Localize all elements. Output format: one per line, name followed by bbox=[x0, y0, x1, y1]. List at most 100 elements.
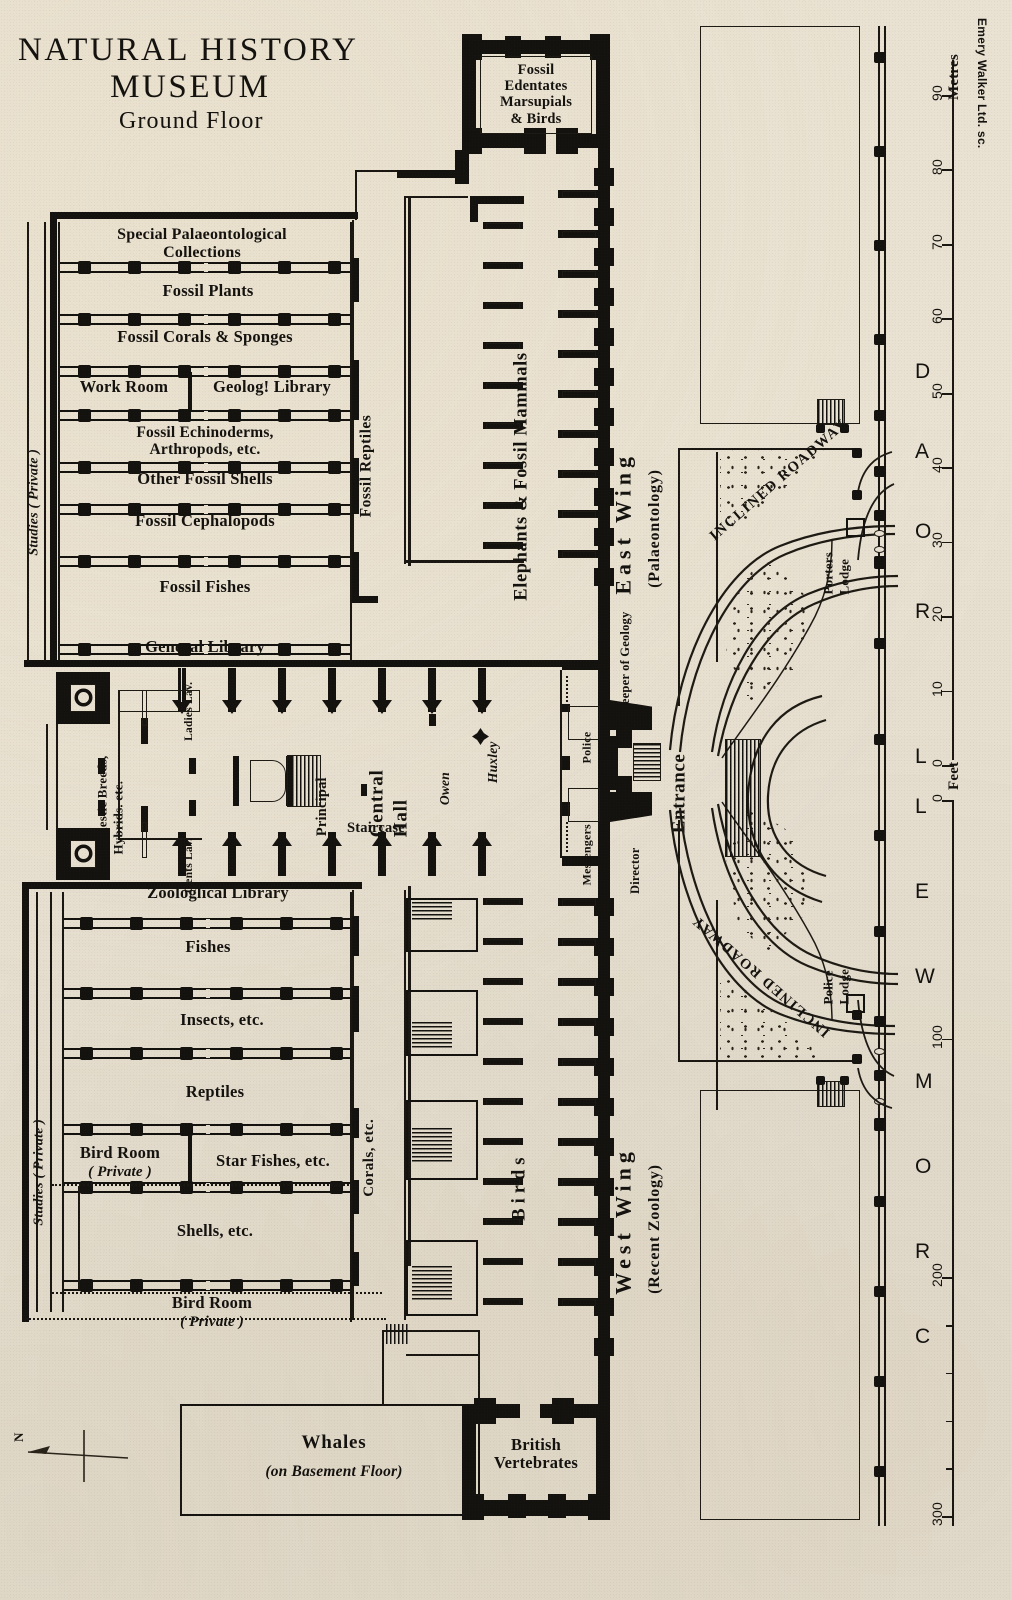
hall-south-pier bbox=[428, 832, 436, 876]
gallery-divider-arcade bbox=[60, 461, 350, 474]
south-pavilion-pier bbox=[548, 1494, 566, 1518]
lodge-step-post bbox=[840, 424, 849, 433]
outer-wall-window-strip bbox=[600, 386, 608, 408]
window-pier bbox=[558, 1138, 600, 1146]
elephant-gallery-inner-wall bbox=[408, 196, 411, 566]
bay-recess bbox=[486, 262, 520, 269]
corals-corridor-wall-right bbox=[404, 890, 407, 1320]
office-pier bbox=[562, 802, 570, 816]
compass-label-north: N bbox=[11, 1432, 26, 1442]
echinoderms-line-1: Fossil Echinoderms, bbox=[136, 424, 274, 441]
outer-wall-window-strip bbox=[600, 266, 608, 288]
stair-turret-newel bbox=[78, 848, 89, 859]
pavilion-pier bbox=[590, 34, 610, 60]
pavilion-wall-right bbox=[596, 40, 610, 148]
gallery-label-bird-room-upper: Bird Room bbox=[79, 1143, 161, 1162]
window-pier bbox=[558, 470, 600, 478]
entrance-block-wall bbox=[562, 660, 610, 670]
south-pavilion-pier bbox=[462, 1494, 484, 1520]
title-line-2: MUSEUM bbox=[110, 69, 271, 105]
police-room bbox=[568, 706, 600, 740]
hall-pier-shaft bbox=[181, 668, 183, 702]
scale-tick-label-feet: 100 bbox=[929, 1024, 945, 1049]
west-stair-block bbox=[406, 898, 478, 952]
west-stair-block bbox=[406, 990, 478, 1056]
pavilion-corridor-inner-v bbox=[404, 196, 407, 226]
gallery-divider-arcade bbox=[60, 555, 350, 568]
bay-stub bbox=[483, 342, 523, 349]
arcade-end-pier bbox=[352, 1108, 359, 1138]
window-pier bbox=[558, 190, 600, 198]
gate-opening bbox=[874, 530, 885, 537]
road-name-letter: L bbox=[915, 795, 927, 818]
railing-post bbox=[874, 52, 886, 63]
pavilion-line-4: & Birds bbox=[510, 110, 562, 127]
scale-tick-metres bbox=[942, 616, 954, 618]
hall-display-case bbox=[233, 756, 239, 806]
palaeo-block-outer-wall-left bbox=[50, 212, 57, 664]
gate-kerb-curves bbox=[857, 451, 895, 1109]
bay-recess bbox=[486, 1218, 520, 1225]
studies-strip-line-inner bbox=[50, 892, 52, 1312]
bay-stub bbox=[483, 978, 523, 985]
gallery-label-fossil-reptiles: Fossil Reptiles bbox=[357, 414, 375, 518]
gallery-label-british-vertebrates: British Vertebrates bbox=[471, 1435, 601, 1473]
compass-arrow-head bbox=[28, 1446, 50, 1454]
zoology-block-outer-wall-top bbox=[22, 882, 362, 889]
railing-post bbox=[874, 1196, 886, 1207]
label-principal-staircase-line-2: Staircase bbox=[347, 820, 405, 836]
window-pier bbox=[558, 1218, 600, 1226]
arcade-end-pier bbox=[352, 458, 359, 514]
gallery-divider-arcade bbox=[60, 261, 350, 274]
south-pavilion-window-strip bbox=[598, 1458, 607, 1480]
studies-strip-line-inner bbox=[44, 222, 46, 662]
pavilion-corridor-stub bbox=[355, 170, 358, 220]
window-pier bbox=[558, 938, 600, 946]
gallery-divider-arcade bbox=[64, 1123, 350, 1136]
window-pier bbox=[558, 350, 600, 358]
gallery-label-fossil-plants: Fossil Plants bbox=[162, 281, 254, 300]
bay-recess bbox=[486, 302, 520, 309]
west-stair-block bbox=[406, 1240, 478, 1316]
studies-strip-line bbox=[36, 892, 38, 1312]
south-pavilion-window-strip bbox=[598, 1424, 607, 1446]
pavilion-pier bbox=[462, 34, 482, 60]
railing-post bbox=[874, 1376, 886, 1387]
outer-wall-window-strip bbox=[600, 466, 608, 488]
railing-post bbox=[874, 638, 886, 649]
gallery-label-fossil-edentates: Fossil Edentates Marsupials & Birds bbox=[476, 62, 596, 127]
whales-link-wall-d bbox=[406, 1354, 480, 1357]
window-recess bbox=[562, 390, 596, 398]
railing-post bbox=[874, 410, 886, 421]
porters-lodge-building bbox=[846, 518, 865, 537]
whales-link-wall-c bbox=[478, 1330, 481, 1406]
pavilion-line-3: Marsupials bbox=[499, 94, 573, 111]
office-label-police: Police bbox=[579, 731, 594, 764]
hall-north-pier-head bbox=[472, 700, 492, 714]
bay-recess bbox=[486, 382, 520, 389]
scale-tick-feet bbox=[942, 1277, 954, 1280]
window-pier bbox=[558, 550, 600, 558]
gallery-label-general-library: General Library bbox=[145, 637, 265, 656]
entrance-steps-frame bbox=[633, 743, 661, 781]
gallery-note-whales-basement: (on Basement Floor) bbox=[265, 1463, 403, 1480]
road-name-letter: W bbox=[915, 965, 936, 988]
scale-minor-tick-feet bbox=[946, 1372, 954, 1375]
gallery-label-geological-library: Geolog! Library bbox=[212, 377, 332, 396]
gallery-label-special-palaeontological-collections: Special Palaeontological Collections bbox=[57, 226, 347, 262]
window-pier bbox=[558, 1018, 600, 1026]
scale-tick-label-metres: 90 bbox=[929, 85, 945, 101]
palaeo-inner-wall-left bbox=[58, 222, 61, 660]
gallery-label-fossil-cephalopods: Fossil Cephalopods bbox=[135, 511, 275, 530]
stair-turret-treads bbox=[70, 832, 96, 840]
railing-post bbox=[874, 734, 886, 745]
gate-opening bbox=[874, 1098, 885, 1105]
lodge-step-post bbox=[840, 1076, 849, 1085]
outer-wall-window-strip bbox=[600, 1036, 608, 1058]
window-recess bbox=[562, 1298, 596, 1306]
office-label-director: Director bbox=[628, 847, 642, 894]
scale-tick-label-metres: 60 bbox=[929, 308, 945, 325]
arcade-end-pier bbox=[352, 258, 359, 302]
scale-tick-metres bbox=[942, 392, 954, 395]
